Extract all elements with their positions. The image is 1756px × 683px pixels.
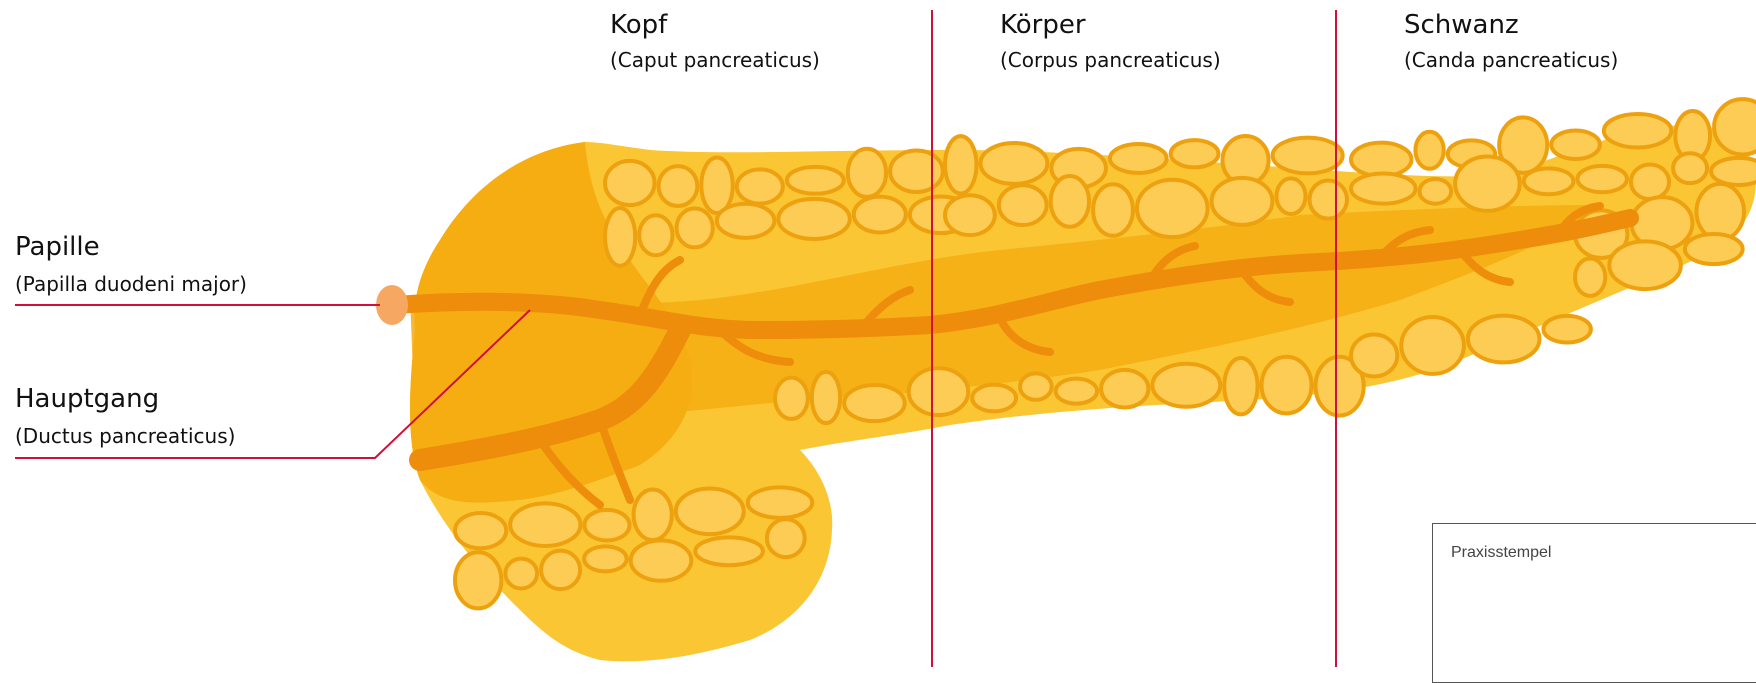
lobule [748, 487, 813, 517]
lobule [1351, 335, 1397, 377]
lobule [1051, 176, 1089, 227]
lobule [1110, 144, 1167, 173]
practice-stamp-label: Praxisstempel [1451, 544, 1551, 562]
lobule [510, 503, 580, 546]
lobule [1673, 153, 1707, 183]
lobule [775, 378, 808, 419]
lobule [1310, 180, 1347, 218]
region-tail-title: Schwanz [1404, 10, 1519, 40]
lobule [1171, 140, 1219, 167]
pancreas-diagram: Kopf (Caput pancreaticus) Körper (Corpus… [0, 0, 1756, 667]
lobule [541, 551, 580, 589]
lobule [605, 161, 655, 205]
lobule [1276, 178, 1305, 214]
lobule [584, 510, 629, 541]
lobule [1575, 259, 1605, 296]
lobule [787, 167, 844, 194]
practice-stamp-box: Praxisstempel [1432, 523, 1756, 683]
lobule [1420, 179, 1452, 204]
lobule [505, 559, 537, 589]
lobule [1604, 114, 1671, 148]
lobule [981, 143, 1048, 184]
lobule [1152, 364, 1220, 407]
papilla-shape [376, 285, 408, 325]
lobule [1551, 131, 1600, 160]
lobule [659, 166, 698, 206]
lobule [848, 149, 886, 197]
region-body-latin: (Corpus pancreaticus) [1000, 48, 1221, 72]
papilla-title: Papille [15, 232, 100, 262]
lobule [634, 489, 672, 540]
lobule [1224, 358, 1257, 414]
lobule [1101, 370, 1148, 408]
lobule [1273, 138, 1343, 174]
lobule [1137, 180, 1208, 237]
region-head-latin: (Caput pancreaticus) [610, 48, 820, 72]
lobule [676, 489, 744, 535]
lobule [1696, 184, 1744, 240]
lobule [1631, 164, 1669, 199]
lobule [677, 208, 713, 247]
lobule [999, 185, 1047, 225]
lobule [455, 552, 501, 608]
lobule [844, 385, 905, 421]
lobule [1711, 158, 1756, 185]
region-tail-latin: (Canda pancreaticus) [1404, 48, 1618, 72]
lobule [717, 204, 775, 238]
lobule [1093, 184, 1133, 236]
lobule [1020, 373, 1052, 399]
lobule [701, 158, 732, 214]
lobule [1455, 156, 1520, 210]
lobule [972, 385, 1016, 412]
lobule [1577, 166, 1626, 192]
lobule [639, 215, 672, 255]
lobule [812, 372, 840, 423]
lobule [945, 136, 977, 193]
lobule [1609, 241, 1681, 289]
lobule [605, 208, 635, 266]
lobule [890, 150, 943, 192]
lobule [1685, 234, 1743, 264]
lobule [945, 195, 995, 235]
lobule [1351, 174, 1416, 204]
lobule [778, 199, 849, 239]
lobule [695, 537, 763, 565]
lobule [1212, 178, 1273, 225]
duct-latin: (Ductus pancreaticus) [15, 424, 235, 448]
lobule [1401, 317, 1464, 374]
lobule [737, 169, 783, 203]
lobule [1415, 132, 1443, 169]
duct-title: Hauptgang [15, 384, 159, 414]
region-body-title: Körper [1000, 10, 1086, 40]
lobule [1056, 379, 1097, 404]
region-head-title: Kopf [610, 10, 667, 40]
lobule [1351, 143, 1411, 177]
lobule [1262, 357, 1312, 414]
lobule [767, 519, 805, 557]
lobule [1543, 316, 1590, 343]
lobule [1524, 168, 1574, 194]
lobule [909, 368, 969, 415]
papilla-latin: (Papilla duodeni major) [15, 272, 247, 296]
lobule [631, 540, 692, 580]
lobule [584, 546, 627, 571]
lobule [455, 513, 506, 548]
lobule [854, 197, 906, 233]
lobule [1714, 99, 1756, 154]
lobule [1468, 316, 1540, 363]
